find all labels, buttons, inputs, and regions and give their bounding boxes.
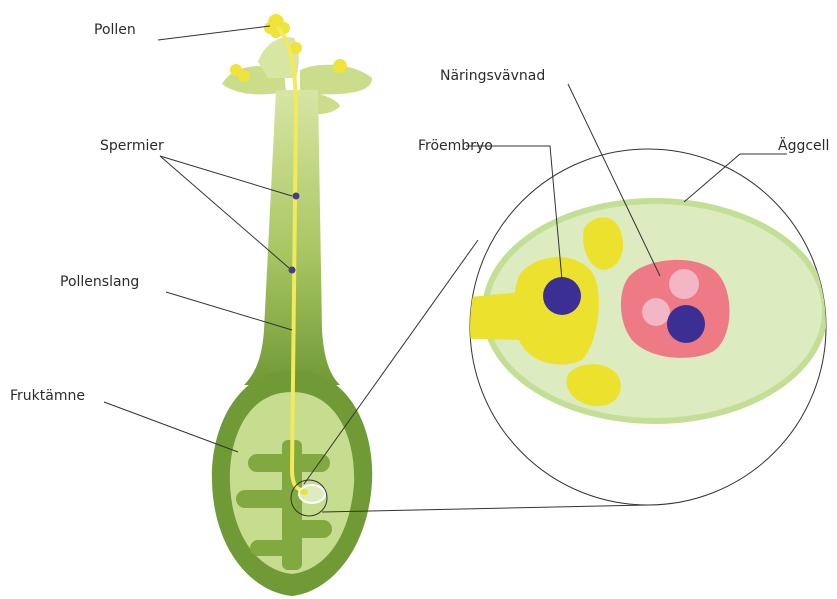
label-pollen: Pollen	[94, 22, 136, 38]
label-pollenslang: Pollenslang	[60, 274, 139, 290]
embryo-stalk	[440, 292, 520, 340]
label-froembryo: Fröembryo	[418, 138, 493, 154]
label-fruktamne: Fruktämne	[10, 388, 85, 404]
leader-pollen	[158, 26, 270, 40]
label-aggcell: Äggcell	[778, 136, 829, 154]
magnify-line-top	[304, 240, 478, 484]
embryo-nucleus	[543, 277, 581, 315]
label-naringsvavnad: Näringsvävnad	[440, 68, 545, 84]
sperm-cell-1	[293, 193, 300, 200]
egg-vacuole-1	[669, 269, 699, 299]
egg-nucleus	[667, 305, 705, 343]
leader-fruktamne	[104, 402, 238, 452]
leader-spermier-2	[160, 156, 289, 268]
magnify-line-bottom	[322, 505, 648, 512]
sperm-cell-2	[289, 267, 296, 274]
label-spermier: Spermier	[100, 138, 164, 154]
egg-vacuole-2	[642, 298, 670, 326]
small-ovule	[299, 485, 325, 503]
